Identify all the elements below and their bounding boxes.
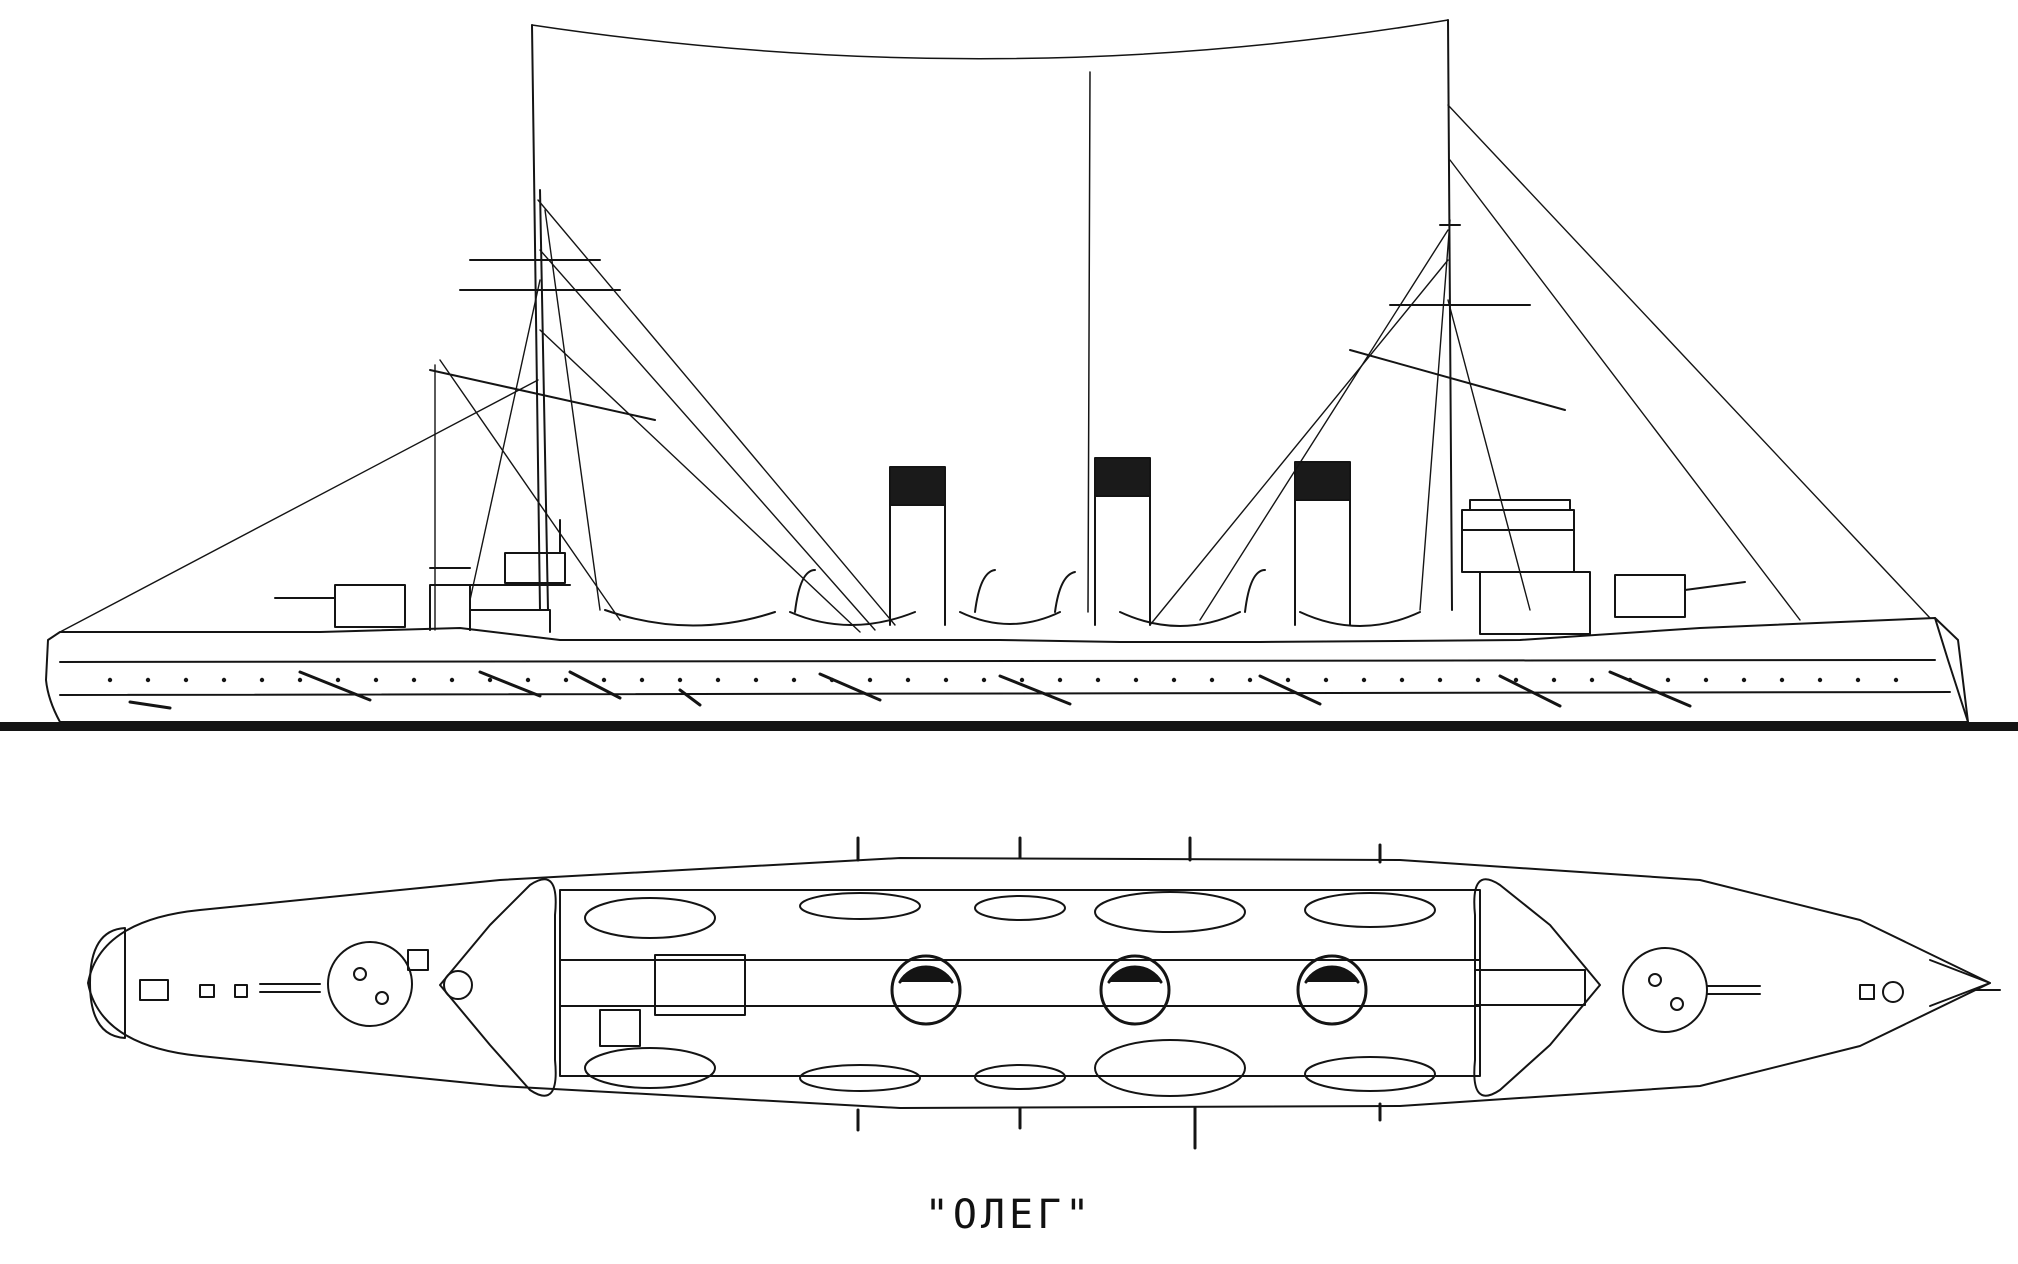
aft-bridge-plan [439,878,557,1097]
porthole [715,677,721,683]
porthole [867,677,873,683]
chart-house [504,552,566,584]
porthole [1855,677,1861,683]
porthole [1513,677,1519,683]
bridge-rails [429,519,571,586]
foremast [531,24,549,611]
aft-bridge-rail [1461,499,1575,531]
rigging [59,104,1931,633]
porthole [373,677,379,683]
porthole [1437,677,1443,683]
porthole [335,677,341,683]
mainmast-yards [1349,304,1566,411]
porthole [1133,677,1139,683]
porthole [1361,677,1367,683]
forward-superstructure [429,584,471,631]
side-elevation [0,19,2018,731]
side-guns [856,836,1382,1150]
porthole [487,677,493,683]
porthole [411,677,417,683]
porthole [1019,677,1025,683]
stern-outline [89,927,126,1039]
funnel-2 [1094,457,1151,626]
porthole [259,677,265,683]
porthole [1551,677,1557,683]
deck-plan [87,836,2001,1150]
porthole [1779,677,1785,683]
centre-gangway [559,959,1481,1007]
porthole [677,677,683,683]
porthole [1095,677,1101,683]
porthole [1399,677,1405,683]
porthole [1665,677,1671,683]
main-deck-line [59,659,1936,663]
porthole-row [107,677,1899,683]
porthole [1057,677,1063,683]
porthole [145,677,151,683]
porthole [1285,677,1291,683]
deck-boats [584,891,1436,1097]
porthole [1475,677,1481,683]
porthole [449,677,455,683]
antenna-wire [531,19,1449,613]
aft-turret-plan [259,941,413,1027]
boats-side [604,609,1421,627]
porthole [183,677,189,683]
forward-turret-plan [1622,947,1761,1033]
inner-deck-edge [559,889,1481,1077]
bow-stem [1934,617,1969,723]
boat-davits [794,569,1266,613]
aft-gun-barrel [1684,581,1746,591]
hull-diagonals [128,670,1692,710]
porthole [905,677,911,683]
porthole [639,677,645,683]
porthole [1323,677,1329,683]
porthole [221,677,227,683]
porthole [753,677,759,683]
bow-tip-plan [1929,959,1991,1007]
waterline [0,722,2018,731]
porthole [1589,677,1595,683]
porthole [791,677,797,683]
porthole [1247,677,1253,683]
porthole [943,677,949,683]
porthole [1171,677,1177,683]
deck-fittings [139,949,1904,1047]
hull-outline [45,617,1969,723]
porthole [525,677,531,683]
porthole [1741,677,1747,683]
porthole [107,677,113,683]
hull-sheer [59,691,1951,696]
deck-hull-outline [87,857,1991,1109]
funnel-3 [1294,461,1351,626]
funnel-tops [890,954,1368,1026]
porthole [981,677,987,683]
porthole [601,677,607,683]
forward-bridge-plan [1473,878,1601,1097]
porthole [297,677,303,683]
forward-bridge [469,609,551,633]
foremast-yards [429,259,656,421]
porthole [563,677,569,683]
funnel-1 [889,466,946,626]
porthole [1209,677,1215,683]
aft-deckhouse [1479,571,1591,635]
aft-turret [1614,574,1686,618]
porthole [1817,677,1823,683]
forward-turret [334,584,406,628]
ship-name-caption: "ОЛЕГ" [924,1192,1094,1238]
porthole [1893,677,1899,683]
porthole [1703,677,1709,683]
